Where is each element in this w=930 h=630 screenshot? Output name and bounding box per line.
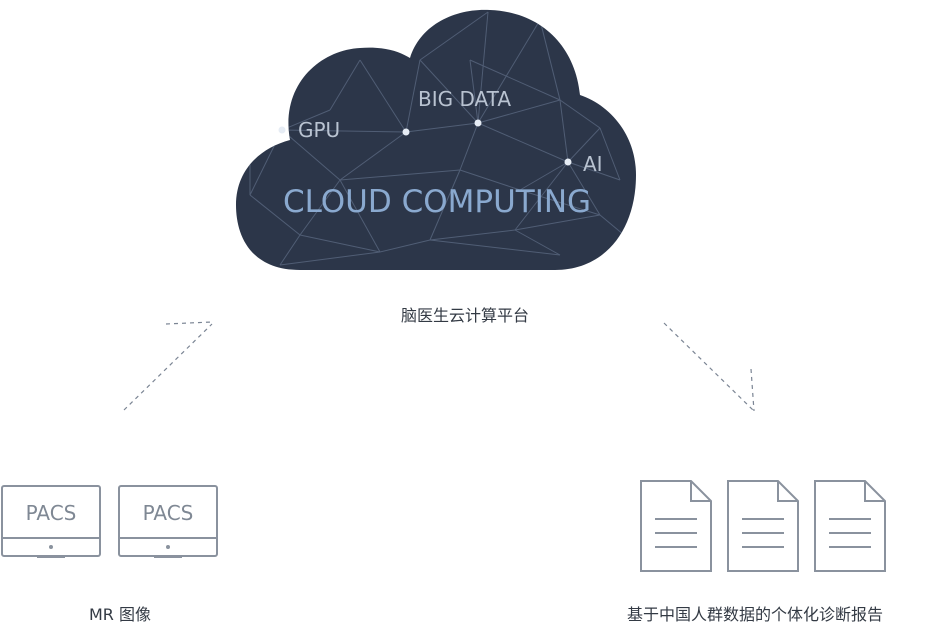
- network-edge: [419, 59, 479, 124]
- document-page: [814, 480, 886, 572]
- network-edge: [567, 127, 601, 163]
- report-label: 基于中国人群数据的个体化诊断报告: [626, 605, 883, 624]
- monitor-label: PACS: [26, 501, 77, 525]
- document-fold: [777, 481, 798, 502]
- report-documents: [640, 480, 886, 572]
- connector-right-head: [750, 368, 755, 412]
- connector-left: [123, 321, 213, 411]
- document-icon: [814, 480, 886, 572]
- network-edge: [519, 189, 601, 216]
- network-edge: [329, 59, 361, 111]
- network-edge: [429, 229, 516, 241]
- network-edge: [299, 234, 381, 253]
- network-node: [402, 128, 410, 136]
- network-edge: [339, 169, 461, 181]
- network-edge: [459, 122, 479, 171]
- network-edge: [405, 122, 479, 133]
- network-edge: [477, 11, 489, 124]
- network-edge: [567, 161, 621, 181]
- pacs-monitor-2: PACS: [118, 485, 218, 558]
- network-edge: [559, 99, 601, 129]
- monitor-label: PACS: [143, 501, 194, 525]
- network-edge: [469, 59, 561, 101]
- network-edge: [429, 239, 561, 256]
- network-edge: [477, 122, 569, 163]
- cloud-title: CLOUD COMPUTING: [283, 184, 591, 220]
- network-node: [278, 126, 286, 134]
- network-edge: [281, 109, 331, 131]
- network-edge: [469, 59, 479, 124]
- document-fold: [864, 481, 885, 502]
- network-edge: [359, 59, 407, 133]
- network-edge: [279, 251, 381, 266]
- pacs-monitor-1: PACS: [1, 485, 101, 558]
- network-edge: [279, 234, 301, 266]
- cloud-tag-ai: AI: [583, 152, 603, 176]
- network-edge: [281, 129, 407, 133]
- network-edge: [459, 169, 521, 191]
- network-edge: [379, 239, 431, 253]
- network-edge: [405, 59, 421, 133]
- network-nodes: [278, 119, 572, 166]
- network-edge: [477, 19, 541, 124]
- network-edge: [559, 99, 569, 163]
- network-edge: [429, 169, 461, 241]
- document-page: [640, 480, 712, 572]
- monitor-power-dot: [49, 545, 53, 549]
- network-edge: [514, 161, 569, 231]
- document-fold: [690, 481, 711, 502]
- connector-right: [663, 322, 755, 412]
- connector-right-line: [663, 322, 755, 412]
- cloud-tag-big-data: BIG DATA: [418, 87, 511, 111]
- platform-label: 脑医生云计算平台: [400, 306, 529, 325]
- network-edge: [339, 131, 407, 181]
- network-edge: [249, 194, 301, 236]
- monitor-power-dot: [166, 545, 170, 549]
- network-edge: [299, 179, 341, 236]
- cloud-shape: [236, 9, 636, 270]
- network-edge: [567, 161, 601, 216]
- network-edge: [599, 127, 621, 181]
- network-edge: [281, 129, 341, 181]
- network-edge: [539, 19, 561, 101]
- network-node: [564, 158, 572, 166]
- network-edge: [477, 99, 561, 124]
- connector-left-line: [123, 323, 213, 411]
- cloud-graphic: GPU BIG DATA AI CLOUD COMPUTING: [236, 9, 636, 270]
- network-edge: [514, 229, 561, 256]
- document-icon: [640, 480, 712, 572]
- mr-image-label: MR 图像: [88, 605, 151, 624]
- document-page: [727, 480, 799, 572]
- network-edge: [419, 11, 489, 61]
- network-node: [474, 119, 482, 127]
- network-edge: [519, 161, 569, 191]
- network-edge: [514, 214, 601, 231]
- network-edge: [339, 179, 381, 253]
- document-icon: [727, 480, 799, 572]
- cloud-tag-gpu: GPU: [298, 118, 340, 142]
